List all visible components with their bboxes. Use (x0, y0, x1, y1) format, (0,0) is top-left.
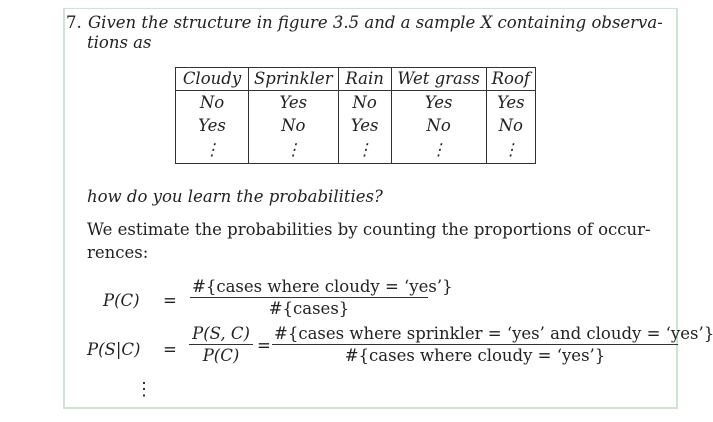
vertical-ellipsis-icon: ⋮ (248, 137, 339, 164)
vertical-ellipsis-icon: ⋮ (485, 137, 537, 164)
question-line-2: tions as (87, 33, 152, 52)
header-sprinkler: Sprinkler (248, 67, 339, 91)
eq1-fraction: #{cases where cloudy = ‘yes’} #{cases} (190, 277, 453, 318)
eq1-numerator: #{cases where cloudy = ‘yes’} (190, 277, 453, 298)
table-row: No Yes No Yes Yes (175, 90, 537, 114)
vertical-ellipsis-icon: ⋮ (337, 137, 392, 164)
table-cell: No (390, 114, 487, 137)
table-cell: Yes (485, 90, 537, 114)
table-cell: No (175, 90, 249, 114)
table-header-row: Cloudy Sprinkler Rain Wet grass Roof (175, 67, 537, 91)
table-cell: No (248, 114, 339, 137)
table-row: Yes No Yes No No (175, 114, 537, 137)
observations-table: Cloudy Sprinkler Rain Wet grass Roof No … (175, 67, 537, 164)
header-wet-grass: Wet grass (390, 67, 487, 91)
question-text-1: Given the structure in figure 3.5 and a … (88, 13, 663, 32)
eq1-lhs: P(C) (103, 291, 140, 310)
eq1-denominator: #{cases} (268, 299, 350, 318)
answer-line-1: We estimate the probabilities by countin… (87, 220, 651, 239)
vertical-ellipsis-icon: ⋮ (175, 137, 249, 164)
header-roof: Roof (485, 67, 537, 91)
eq1-equals: = (163, 291, 177, 310)
eq2-frac1-numerator: P(S, C) (189, 324, 253, 345)
header-rain: Rain (337, 67, 392, 91)
table-cell: Yes (337, 114, 392, 137)
eq2-denominator: #{cases where cloudy = ‘yes’} (344, 346, 606, 365)
exercise-box: 7. Given the structure in figure 3.5 and … (63, 8, 713, 409)
answer-line-2: rences: (87, 243, 149, 262)
table-cell: No (337, 90, 392, 114)
eq2-fraction-1: P(S, C) P(C) (189, 324, 253, 365)
table-row-ellipsis: ⋮ ⋮ ⋮ ⋮ ⋮ (175, 137, 537, 164)
eq2-lhs: P(S|C) (87, 340, 141, 359)
question-number: 7. (66, 13, 82, 32)
table-cell: Yes (175, 114, 249, 137)
table-cell: Yes (248, 90, 339, 114)
question-line-1: 7. Given the structure in figure 3.5 and … (65, 12, 663, 33)
eq2-equals-2: = (257, 336, 271, 355)
eq2-numerator: #{cases where sprinkler = ‘yes’ and clou… (272, 324, 713, 345)
eq2-fraction-2: #{cases where sprinkler = ‘yes’ and clou… (272, 324, 713, 365)
table-cell: No (485, 114, 537, 137)
table-cell: Yes (390, 90, 487, 114)
vertical-ellipsis-icon: ⋮ (390, 137, 487, 164)
eq2-equals: = (163, 340, 177, 359)
prompt-question: how do you learn the probabilities? (87, 187, 383, 206)
header-cloudy: Cloudy (175, 67, 249, 91)
continuation-ellipsis-icon: ⋮ (135, 379, 153, 400)
answer-paragraph: We estimate the probabilities by countin… (87, 218, 662, 264)
eq2-frac1-denominator: P(C) (202, 346, 240, 365)
